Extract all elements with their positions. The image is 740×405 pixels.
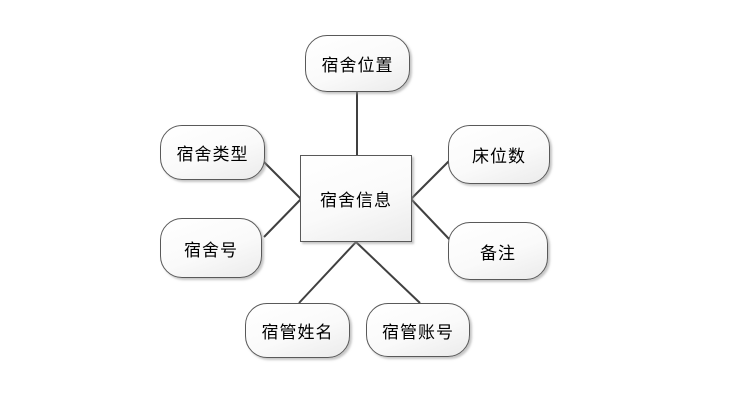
attribute-node-remarks: 备注 [448,222,548,280]
attribute-node-type: 宿舍类型 [160,125,265,180]
attribute-node-location: 宿舍位置 [305,35,410,92]
attribute-node-manager-account: 宿管账号 [366,303,470,357]
attribute-node-number: 宿舍号 [160,218,262,278]
attribute-node-label: 宿舍号 [184,240,238,260]
attribute-node-label: 床位数 [472,147,526,166]
attribute-node-manager-name: 宿管姓名 [245,303,350,358]
attribute-node-label: 宿舍位置 [321,56,394,75]
entity-node-dorm-info: 宿舍信息 [300,155,412,242]
connector-type [263,161,302,200]
connector-manager-name [298,241,357,304]
attribute-node-label: 备注 [480,243,516,263]
connector-number [263,198,302,238]
attribute-node-label: 宿舍类型 [176,145,249,164]
attribute-node-label: 宿管姓名 [261,323,334,342]
connector-remarks [410,198,451,241]
connector-manager-account [355,241,421,304]
connector-beds [410,160,450,200]
attribute-node-label: 宿管账号 [382,322,454,342]
attribute-node-beds: 床位数 [448,125,550,184]
entity-node-label: 宿舍信息 [320,191,392,210]
